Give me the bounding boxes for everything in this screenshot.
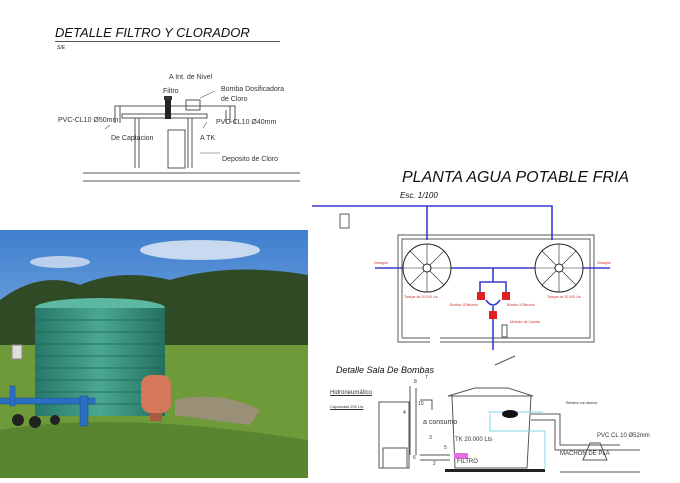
label-rebalse: Rebalse con alarma xyxy=(566,401,598,405)
label-pump-left: Bomba 110lts/min xyxy=(450,303,478,307)
label-filtro-sala: FILTRO xyxy=(457,459,478,465)
label-bomba2: de Cloro xyxy=(221,96,248,103)
label-capacidad: Capacidad 200 Lts xyxy=(330,404,364,409)
label-captacion: De Captacion xyxy=(111,135,154,142)
part-number: 2 xyxy=(433,461,436,467)
part-number: 7 xyxy=(425,375,428,381)
part-number: 4 xyxy=(403,410,406,416)
pump-icons xyxy=(477,292,510,319)
label-machon: MACHON DE PLA xyxy=(560,451,610,457)
label-drain-right: Desagüe xyxy=(597,261,612,265)
planta-title: PLANTA AGUA POTABLE FRIA xyxy=(402,169,630,186)
label-drain-left: Desagüe xyxy=(374,261,389,265)
part-number: 5 xyxy=(444,445,447,451)
label-filtro: Filtro xyxy=(163,88,179,95)
label-tank-right: Tanque de 20.000 Lts xyxy=(547,295,581,299)
sala-title: Detalle Sala De Bombas xyxy=(336,365,435,375)
pressure-tank xyxy=(141,375,171,421)
label-atk: A TK xyxy=(200,135,216,142)
label-meter: Medidor de Caudal xyxy=(510,320,540,324)
title-underline xyxy=(55,41,280,42)
label-tank-left: Tanque de 20.000 Lts xyxy=(404,295,438,299)
label-pvc-sala: PVC CL 10 Ø52mm xyxy=(597,433,650,439)
planta-scale: Esc. 1/100 xyxy=(400,191,438,200)
label-hidro: Hidroneumático xyxy=(330,390,373,396)
label-consumo: a consumo xyxy=(423,419,458,426)
tank-right xyxy=(534,243,584,293)
scale-label: S/E xyxy=(57,45,66,51)
label-pvc40: PVC-CL10 Ø40mm xyxy=(216,119,277,126)
label-pvc50: PVC-CL10 Ø50mm xyxy=(58,117,119,124)
part-number: 3 xyxy=(429,435,432,441)
label-pump-right: Bomba 110lts/min xyxy=(507,303,535,307)
part-number: 6 xyxy=(413,455,416,461)
label-bomba: Bomba Dosificadora xyxy=(221,86,285,93)
part-number: 8 xyxy=(414,379,417,385)
tank-left xyxy=(402,243,452,293)
label-nivel: A Int. de Nivel xyxy=(169,74,213,81)
label-deposito: Deposito de Cloro xyxy=(222,156,279,163)
label-tk: TK 20.000 Lts xyxy=(455,437,493,443)
part-number: 10 xyxy=(418,401,424,407)
filtro-detail-title: DETALLE FILTRO Y CLORADOR xyxy=(55,25,250,40)
